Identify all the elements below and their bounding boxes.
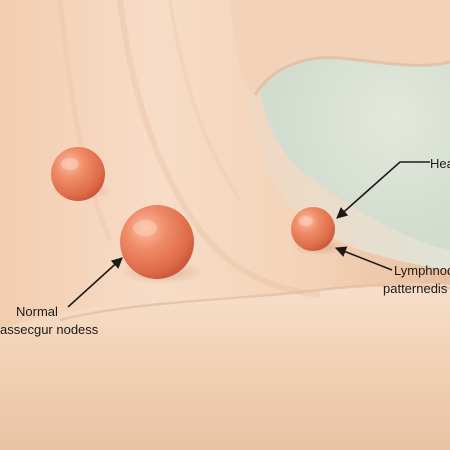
lymph-node-upper-left — [51, 147, 105, 201]
label-normal-sub: assecgur nodess — [0, 322, 99, 337]
arrow-lymph-node — [334, 246, 393, 271]
lymph-node-center — [120, 205, 194, 279]
lymph-node-right — [291, 207, 335, 251]
background-mint-area — [259, 48, 450, 250]
label-right-top: Hea — [430, 156, 450, 171]
arrow-top-right — [336, 161, 430, 219]
jaw — [200, 0, 450, 95]
arrow-normal-node — [67, 257, 123, 308]
shoulder — [0, 283, 450, 450]
label-normal: Normal — [16, 304, 58, 319]
label-lymph: Lymphnod — [394, 263, 450, 278]
label-lymph-sub: patternedis s — [383, 281, 450, 296]
